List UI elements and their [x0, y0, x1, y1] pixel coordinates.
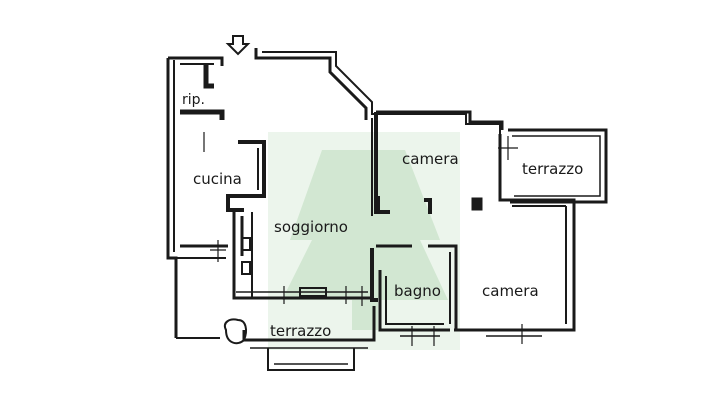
room-label-terrazzo-right: terrazzo: [522, 160, 583, 178]
walls: [166, 48, 608, 371]
room-label-bagno: bagno: [394, 282, 441, 300]
wall-top: [254, 48, 368, 120]
room-label-camera-bottom: camera: [482, 282, 539, 300]
room-label-soggiorno: soggiorno: [274, 218, 348, 236]
wall-ripostiglio: [203, 64, 214, 89]
wall-top-left: [168, 56, 224, 66]
entrance-arrow-icon: [225, 35, 251, 56]
wall-outer-left: [166, 58, 178, 338]
room-label-camera-top: camera: [402, 150, 459, 168]
room-label-cucina: cucina: [193, 170, 242, 188]
wall-terrazzo-right: [508, 128, 608, 204]
room-label-ripostiglio: rip.: [182, 92, 205, 108]
room-label-terrazzo-bottom: terrazzo: [270, 322, 331, 340]
wall-cucina: [226, 140, 266, 212]
